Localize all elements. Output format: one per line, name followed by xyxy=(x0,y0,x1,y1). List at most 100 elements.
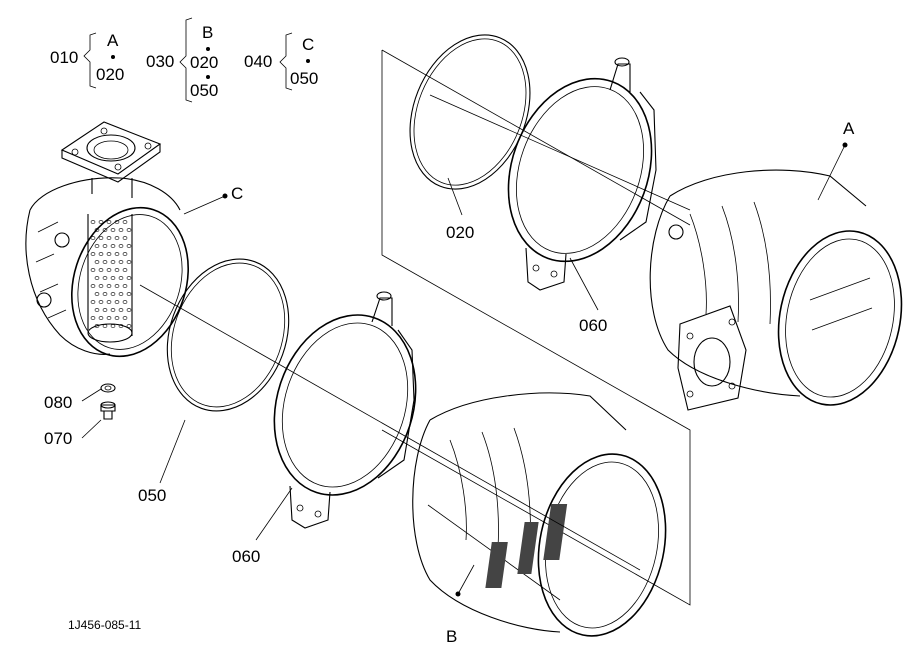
canister-b-end-rim xyxy=(537,453,667,637)
legend-group-040: 040 C 050 xyxy=(244,32,318,91)
figure-id: 1J456-085-11 xyxy=(68,618,141,632)
perforation-hole xyxy=(98,236,104,240)
perforation-hole xyxy=(114,316,120,320)
bracket-hole xyxy=(550,270,558,278)
flange-bolt-hole xyxy=(100,127,108,135)
perforation-hole xyxy=(110,228,116,232)
housing-shell-top xyxy=(29,177,181,211)
perforation-hole xyxy=(110,324,116,328)
perforation-hole xyxy=(106,316,112,320)
canister-a-end-slots xyxy=(809,277,873,331)
perforation-hole xyxy=(94,228,100,232)
perforation-hole xyxy=(110,276,116,280)
perforated-tube xyxy=(87,214,133,343)
perforation-hole xyxy=(98,316,104,320)
canister-a-boss xyxy=(668,224,684,240)
perforation-hole xyxy=(110,260,116,264)
leader-050 xyxy=(159,419,186,484)
callout-a: A xyxy=(843,119,855,138)
lower-axis-line xyxy=(139,284,641,571)
clamp-bolt xyxy=(371,297,393,326)
tube-perforations xyxy=(90,220,132,328)
perforation-hole xyxy=(98,268,104,272)
callout-c: C xyxy=(231,184,243,203)
housing-rim xyxy=(70,206,190,358)
leader-dot xyxy=(455,591,461,597)
housing-rim-inner xyxy=(77,214,183,350)
canister-a-top-edge xyxy=(669,169,867,207)
washer-hole xyxy=(104,385,112,391)
legend-bracket xyxy=(179,17,193,103)
flange-bolt-hole xyxy=(686,390,694,398)
perforation-hole xyxy=(102,276,108,280)
perforation-hole xyxy=(126,260,132,264)
tube-end xyxy=(87,323,133,343)
perforation-hole xyxy=(90,220,96,224)
clamp-band-inner xyxy=(516,86,644,254)
leader-060-lower xyxy=(255,487,293,541)
housing-shell-outer xyxy=(25,209,111,355)
callout-b: B xyxy=(446,627,457,646)
perforation-hole xyxy=(106,236,112,240)
perforation-hole xyxy=(114,220,120,224)
perforation-hole xyxy=(102,244,108,248)
perforation-hole xyxy=(114,268,120,272)
legend-dot xyxy=(206,47,210,51)
legend-item-050: 050 xyxy=(190,81,218,100)
callout-080: 080 xyxy=(44,393,72,412)
perforation-hole xyxy=(106,252,112,256)
assembly-outline-diagonal xyxy=(381,49,691,226)
legend-top-a: A xyxy=(107,31,119,50)
perforation-hole xyxy=(126,292,132,296)
housing-ribs xyxy=(35,221,67,319)
inlet-flange-edge xyxy=(61,144,161,183)
perforation-hole xyxy=(122,220,128,224)
inlet-neck xyxy=(91,178,133,198)
perforation-hole xyxy=(94,260,100,264)
gasket-020-inner xyxy=(413,38,527,186)
bracket-hole xyxy=(532,264,540,272)
canister-a xyxy=(649,169,903,411)
perforation-hole xyxy=(126,244,132,248)
clamp-bolt xyxy=(609,63,631,92)
legend-dot xyxy=(206,75,210,79)
upper-axis-line xyxy=(429,94,691,211)
perforation-hole xyxy=(98,284,104,288)
perforation-hole xyxy=(126,228,132,232)
flange-bolt-hole xyxy=(71,148,79,156)
assembly-outline-box xyxy=(381,50,691,606)
callout-070: 070 xyxy=(44,429,72,448)
callout-060-lower: 060 xyxy=(232,547,260,566)
perforation-hole xyxy=(94,244,100,248)
bolt-070 xyxy=(100,404,116,420)
legend-item-020: 020 xyxy=(96,65,124,84)
clamp-band xyxy=(507,77,653,263)
perforation-hole xyxy=(90,252,96,256)
legend-code-010: 010 xyxy=(50,48,78,67)
perforation-hole xyxy=(106,220,112,224)
perforation-hole xyxy=(94,292,100,296)
flange-bolt-hole xyxy=(114,163,122,171)
clamp-lug xyxy=(377,329,415,479)
perforation-hole xyxy=(106,300,112,304)
canister-a-outlet-flange xyxy=(677,305,747,411)
tube-sides xyxy=(87,214,133,336)
perforation-hole xyxy=(122,316,128,320)
bracket-hole xyxy=(296,504,304,512)
flange-bolt-hole xyxy=(728,382,736,390)
perforation-hole xyxy=(102,260,108,264)
clamp-060-upper xyxy=(507,57,657,291)
perforation-hole xyxy=(90,268,96,272)
canister-b-ribs xyxy=(449,427,531,551)
perforation-hole xyxy=(102,308,108,312)
perforation-hole xyxy=(110,244,116,248)
canister-b-body xyxy=(412,419,561,633)
flange-bolt-hole xyxy=(728,318,736,326)
leader-080 xyxy=(81,388,102,402)
perforation-hole xyxy=(90,316,96,320)
washer-080 xyxy=(100,383,116,393)
perforation-hole xyxy=(110,308,116,312)
bolt-head-top xyxy=(100,401,116,409)
callout-050: 050 xyxy=(138,486,166,505)
perforation-hole xyxy=(118,276,124,280)
